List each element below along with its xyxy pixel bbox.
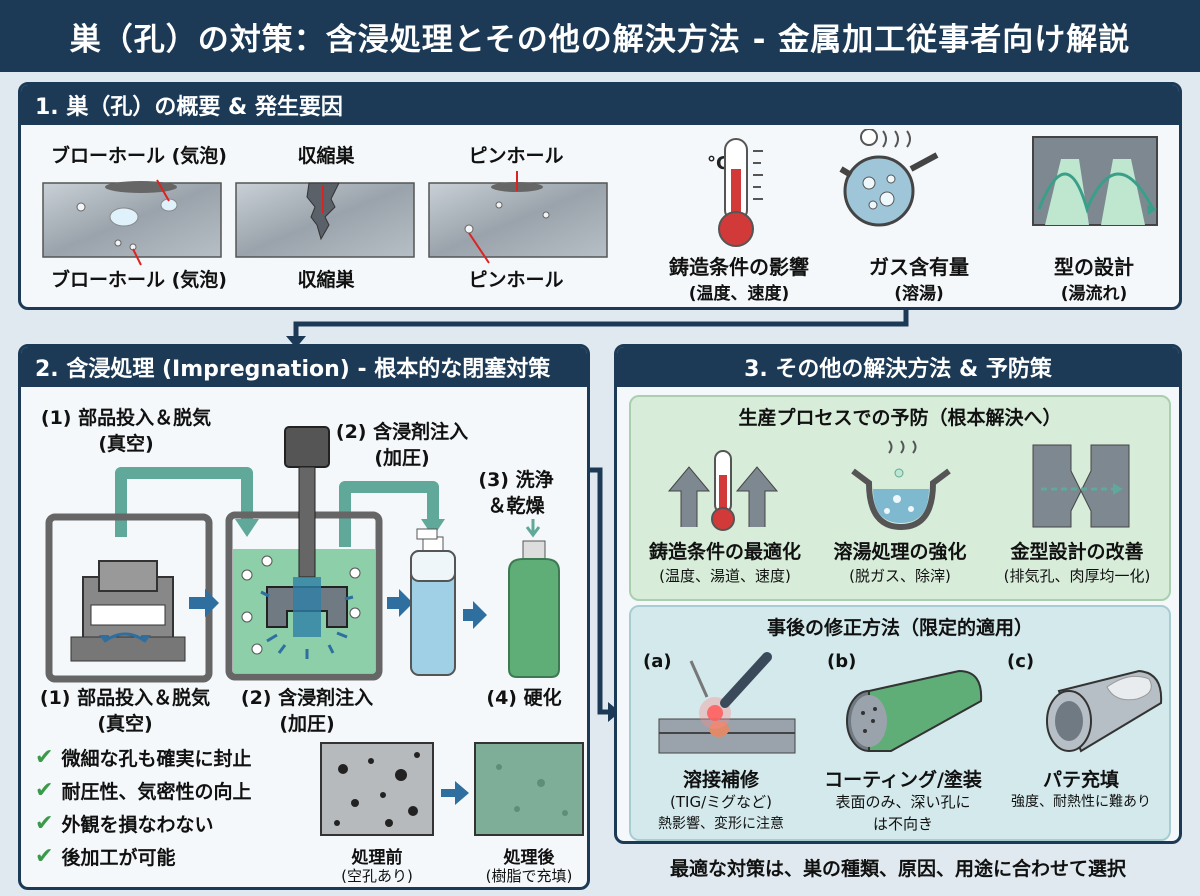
prevention-casting-sub: (温度、湯道、速度): [659, 567, 791, 585]
blowhole-bottom-label: ブローホール (気泡): [51, 269, 227, 291]
cause-casting-sub: (温度、速度): [688, 284, 790, 304]
repair-welding-label: 溶接補修: [682, 769, 759, 791]
melt-treatment-icon: [851, 440, 951, 531]
before-sub: (空孔あり): [341, 867, 413, 885]
benefit-list: ✔微細な孔も確実に封止 ✔耐圧性、気密性の向上 ✔外観を損なわない ✔後加工が可…: [35, 741, 251, 873]
cause-icons: °C: [707, 129, 1158, 247]
shrinkage-block-icon: [235, 182, 415, 258]
before-label: 処理前: [351, 848, 403, 868]
blowhole-block-icon: [42, 179, 222, 266]
repair-coating-label: コーティング/塗装: [824, 769, 982, 791]
prevention-casting-label: 鋳造条件の最適化: [648, 541, 801, 563]
repair-welding-sub2: 熱影響、変形に注意: [658, 816, 784, 832]
prevention-melt-label: 溶湯処理の強化: [833, 541, 967, 563]
after-sub: (樹脂で充填): [485, 867, 573, 885]
section3-heading: 3. その他の解決方法 & 予防策: [617, 347, 1179, 387]
prevention-mold-sub: (排気孔、肉厚均一化): [1003, 567, 1151, 585]
pinhole-block-icon: [428, 171, 608, 264]
conclusion-text: 最適な対策は、巣の種類、原因、用途に合わせて選択: [669, 858, 1126, 880]
prevention-melt-sub: (脱ガス、除滓): [849, 567, 951, 585]
thermo-unit: °C: [707, 153, 729, 174]
check-icon: ✔: [35, 745, 54, 770]
repair-icons: [658, 652, 1163, 754]
coating-pipe-icon: [846, 669, 983, 753]
section2-heading: 2. 含浸処理 (Impregnation) - 根本的な閉塞対策: [21, 347, 587, 387]
cause-mold-label: 型の設計: [1054, 255, 1134, 279]
section3-panel: 3. その他の解決方法 & 予防策 生産プロセスでの予防（根本解決へ） 鋳造条件…: [614, 344, 1182, 844]
step3-top-line1: (3) 洗浄: [478, 469, 554, 491]
shrinkage-bottom-label: 収縮巣: [297, 269, 355, 291]
step2-bottom-line1: (2) 含浸剤注入: [240, 687, 374, 709]
repair-coating-sub2: は不向き: [872, 815, 933, 833]
section2-panel: 2. 含浸処理 (Impregnation) - 根本的な閉塞対策 (1) 部品…: [18, 344, 590, 890]
section1-panel: 1. 巣（孔）の概要 & 発生要因 ブローホール (気泡) 収縮巣 ピンホール: [18, 82, 1182, 310]
cause-gas-label: ガス含有量: [869, 255, 969, 279]
vacuum-chamber-icon: [45, 513, 213, 683]
step2-top-line2: (加圧): [374, 447, 430, 469]
repair-heading: 事後の修正方法（限定的適用）: [766, 617, 1033, 639]
after-label: 処理後: [503, 848, 555, 868]
casting-optimize-icon: [667, 450, 779, 531]
cure-bottle-icon: [508, 519, 560, 678]
putty-pipe-icon: [1046, 669, 1163, 753]
repair-coating-sub1: 表面のみ、深い孔に: [835, 793, 971, 811]
step1-bottom-line1: (1) 部品投入＆脱気: [39, 687, 211, 709]
step2-top-line1: (2) 含浸剤注入: [335, 421, 469, 443]
check-icon: ✔: [35, 811, 54, 836]
step4-bottom-label: (4) 硬化: [486, 687, 562, 709]
before-after-micrographs: [320, 742, 584, 836]
after-micrograph-icon: [474, 742, 584, 836]
blowhole-top-label: ブローホール (気泡): [51, 145, 227, 167]
repair-tag-a: (a): [643, 651, 672, 672]
cause-casting-label: 鋳造条件の影響: [669, 255, 809, 279]
impregnation-tank-icon: [225, 426, 383, 681]
check-icon: ✔: [35, 844, 54, 869]
repair-welding-sub1: (TIG/ミグなど): [670, 793, 772, 811]
ladle-gas-icon: [839, 129, 939, 227]
benefit-item: ✔微細な孔も確実に封止: [35, 745, 252, 770]
benefit-item: ✔耐圧性、気密性の向上: [35, 778, 252, 803]
benefit-item: ✔外観を損なわない: [35, 811, 214, 836]
cause-gas-sub: (溶湯): [894, 284, 944, 304]
step2-bottom-line2: (加圧): [279, 713, 335, 735]
section1-heading: 1. 巣（孔）の概要 & 発生要因: [21, 85, 1179, 125]
benefit-item: ✔後加工が可能: [35, 844, 176, 869]
thermometer-icon: °C: [707, 138, 763, 247]
step1-bottom-line2: (真空): [97, 713, 153, 735]
repair-tag-b: (b): [827, 651, 857, 672]
impregnation-process-diagram: [45, 426, 560, 683]
defect-illustrations: [42, 171, 608, 266]
repair-tag-c: (c): [1007, 651, 1035, 672]
step3-top-line2: ＆乾燥: [487, 495, 545, 517]
prevention-icons: [667, 440, 1130, 531]
wash-bottle-icon: [410, 528, 456, 676]
pinhole-bottom-label: ピンホール: [468, 269, 564, 291]
pinhole-top-label: ピンホール: [468, 145, 564, 167]
before-micrograph-icon: [320, 742, 434, 836]
check-icon: ✔: [35, 778, 54, 803]
prevention-mold-label: 金型設計の改善: [1010, 541, 1144, 563]
repair-putty-label: パテ充填: [1042, 769, 1119, 791]
repair-putty-sub1: 強度、耐熱性に難あり: [1011, 794, 1151, 810]
step1-top-line1: (1) 部品投入＆脱気: [40, 407, 212, 429]
shrinkage-top-label: 収縮巣: [297, 145, 355, 167]
mold-design-icon: [1032, 136, 1158, 226]
page-title: 巣（孔）の対策：含浸処理とその他の解決方法 - 金属加工従事者向け解説: [0, 0, 1200, 72]
welding-icon: [658, 652, 796, 754]
step1-top-line2: (真空): [98, 433, 154, 455]
mold-improve-icon: [1032, 444, 1130, 528]
cause-mold-sub: (湯流れ): [1060, 284, 1128, 304]
prevention-heading: 生産プロセスでの予防（根本解決へ）: [738, 407, 1062, 429]
